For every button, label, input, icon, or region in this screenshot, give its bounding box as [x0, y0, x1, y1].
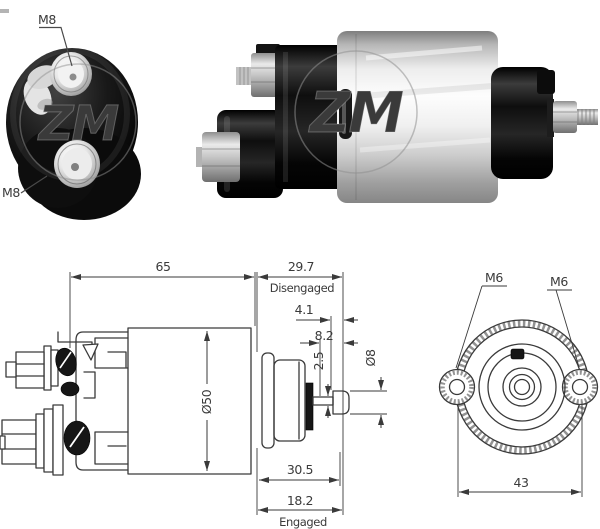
m8-label-bottom: M8: [2, 175, 48, 200]
dim-29-7-text: 29.7: [288, 259, 314, 274]
dim-4-1: 4.1: [295, 302, 358, 323]
dim-8-2: 8.2: [300, 328, 358, 346]
zm-watermark-end: ZM: [19, 63, 137, 181]
label-m6-left: M6: [455, 270, 507, 369]
m8-top-text: M8: [38, 12, 56, 27]
m6-right-text: M6: [550, 274, 568, 289]
flange-notch: [510, 348, 525, 360]
engaged-text: Engaged: [279, 515, 327, 529]
battery-terminal-nut: [202, 132, 240, 182]
zm-watermark-text: ZM: [37, 96, 119, 152]
dim-18-2: 18.2 Engaged: [258, 493, 342, 529]
end-view-photo: ZM M8 M8: [0, 9, 141, 220]
dim-dia8-text: Ø8: [363, 349, 378, 366]
drawing-front-view: M6 M6 43: [438, 270, 599, 497]
dim-18-2-text: 18.2: [287, 493, 313, 508]
rear-housing: [196, 110, 283, 198]
m6-left-text: M6: [485, 270, 503, 285]
front-cap: [491, 67, 555, 179]
drawing-body: [127, 327, 252, 475]
dim-43-text: 43: [513, 475, 528, 490]
flange-bores: [478, 343, 566, 431]
dim-4-1-text: 4.1: [295, 302, 314, 317]
dim-8-2-text: 8.2: [315, 328, 334, 343]
drawing-terminal-top: [5, 331, 99, 397]
coil-housing: [275, 45, 345, 189]
m8-label-top: M8: [38, 12, 73, 67]
drawing-terminal-bottom: [0, 404, 91, 476]
dim-29-7: 29.7 Disengaged: [258, 259, 342, 295]
dim-2-5: 2.5: [311, 352, 331, 418]
m8-top-leader: [39, 26, 73, 67]
side-view-photo: ZM: [196, 31, 598, 203]
terminal-stud-bottom: [54, 140, 100, 188]
label-m6-right: M6: [547, 274, 580, 368]
drawing-rear-housing: [75, 331, 129, 471]
dim-dia8: Ø8: [350, 349, 387, 428]
m8-bottom-text: M8: [2, 185, 20, 200]
m8-bottom-leader: [20, 175, 48, 194]
zm-watermark-text: ZM: [308, 81, 404, 146]
dim-43: 43: [457, 405, 583, 497]
dim-30-5: 30.5: [259, 462, 339, 483]
mount-ear-right: [561, 368, 599, 406]
mount-ear-left: [438, 368, 476, 406]
disengaged-text: Disengaged: [270, 281, 335, 295]
plunger-stud: [547, 99, 598, 137]
dim-dia50-text: Ø50: [199, 389, 214, 414]
dim-30-5-text: 30.5: [287, 462, 313, 477]
terminal-stud-top: [50, 52, 92, 96]
drawing-side-view: 65 29.7 Disengaged 4.1 8.2: [0, 259, 387, 529]
dim-65-text: 65: [155, 259, 170, 274]
dim-dia50: Ø50: [199, 331, 214, 471]
drawing-cap-plunger: [261, 352, 350, 449]
dim-2-5-text: 2.5: [311, 352, 326, 371]
zm-watermark-side: ZM: [294, 50, 418, 174]
edge-artifact: [0, 9, 9, 13]
dim-65: 65: [69, 259, 256, 348]
